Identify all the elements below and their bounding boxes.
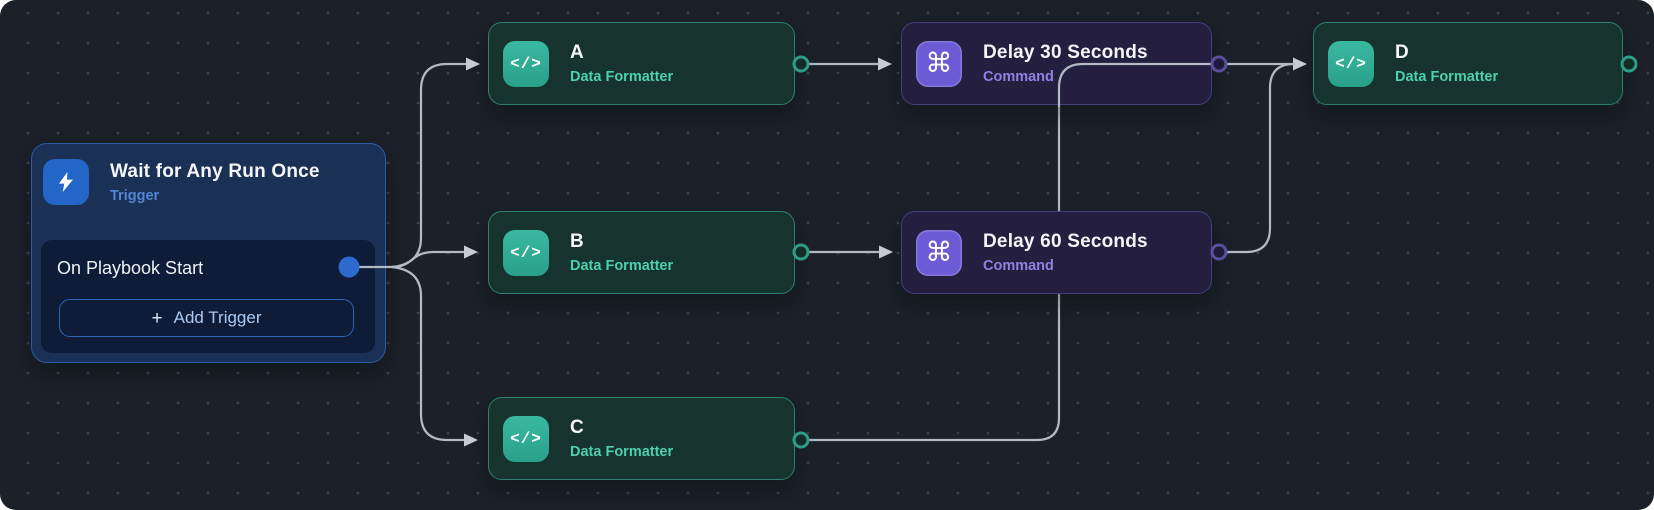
plus-icon: + bbox=[151, 307, 163, 329]
edge-trigger-to-c[interactable] bbox=[390, 265, 478, 447]
node-type-label: Data Formatter bbox=[570, 258, 674, 274]
node-a[interactable]: </> A Data Formatter bbox=[488, 22, 795, 105]
node-type-label: Data Formatter bbox=[570, 69, 674, 85]
code-icon: </> bbox=[503, 229, 549, 276]
arrowhead bbox=[464, 245, 478, 259]
node-delay-60-seconds[interactable]: ⌘ Delay 60 Seconds Command bbox=[901, 211, 1212, 294]
arrowhead bbox=[464, 433, 478, 447]
output-port-delay-60[interactable] bbox=[1210, 243, 1228, 261]
node-title: B bbox=[570, 231, 584, 252]
command-glyph: ⌘ bbox=[925, 48, 953, 79]
arrowhead bbox=[878, 57, 892, 71]
node-type-label: Data Formatter bbox=[1395, 69, 1499, 85]
command-icon: ⌘ bbox=[916, 40, 962, 87]
trigger-event-row[interactable]: On Playbook Start bbox=[41, 240, 375, 297]
node-title: Delay 30 Seconds bbox=[983, 42, 1148, 63]
node-type-label: Data Formatter bbox=[570, 444, 674, 460]
code-glyph: </> bbox=[510, 429, 542, 448]
arrowhead bbox=[1293, 57, 1307, 71]
edge-delay-60-to-d[interactable] bbox=[1223, 62, 1296, 254]
node-c[interactable]: </> C Data Formatter bbox=[488, 397, 795, 480]
node-trigger[interactable]: Wait for Any Run Once Trigger On Playboo… bbox=[31, 143, 386, 363]
code-icon: </> bbox=[1328, 40, 1374, 87]
edge-a-to-delay-30[interactable] bbox=[807, 57, 892, 71]
edge-b-to-delay-60[interactable] bbox=[807, 245, 893, 259]
code-glyph: </> bbox=[1335, 54, 1367, 73]
node-delay-30-seconds[interactable]: ⌘ Delay 30 Seconds Command bbox=[901, 22, 1212, 105]
node-title: Delay 60 Seconds bbox=[983, 231, 1148, 252]
output-port-delay-30[interactable] bbox=[1210, 55, 1228, 73]
lightning-icon bbox=[43, 159, 89, 205]
node-type-label: Command bbox=[983, 69, 1054, 85]
code-glyph: </> bbox=[510, 54, 542, 73]
output-port-d[interactable] bbox=[1620, 55, 1638, 73]
node-type-label: Command bbox=[983, 258, 1054, 274]
code-icon: </> bbox=[503, 40, 549, 87]
add-trigger-label: Add Trigger bbox=[173, 308, 262, 327]
output-port-c[interactable] bbox=[792, 431, 810, 449]
arrowhead bbox=[466, 57, 480, 71]
code-icon: </> bbox=[503, 415, 549, 462]
node-title: D bbox=[1395, 42, 1409, 63]
code-glyph: </> bbox=[510, 243, 542, 262]
trigger-header: Wait for Any Run Once Trigger bbox=[32, 144, 385, 205]
trigger-type-label: Trigger bbox=[110, 187, 160, 204]
output-port-a[interactable] bbox=[792, 55, 810, 73]
node-b[interactable]: </> B Data Formatter bbox=[488, 211, 795, 294]
command-glyph: ⌘ bbox=[925, 237, 953, 268]
output-port-b[interactable] bbox=[792, 243, 810, 261]
node-title: A bbox=[570, 42, 584, 63]
trigger-event-label: On Playbook Start bbox=[57, 258, 204, 278]
trigger-title: Wait for Any Run Once bbox=[110, 160, 320, 182]
command-icon: ⌘ bbox=[916, 229, 962, 276]
add-trigger-button[interactable]: + Add Trigger bbox=[59, 299, 354, 337]
node-title: C bbox=[570, 417, 584, 438]
node-d[interactable]: </> D Data Formatter bbox=[1313, 22, 1623, 105]
arrowhead bbox=[879, 245, 893, 259]
trigger-body: On Playbook Start + Add Trigger bbox=[40, 239, 376, 354]
edge-trigger-to-b[interactable] bbox=[390, 245, 478, 269]
